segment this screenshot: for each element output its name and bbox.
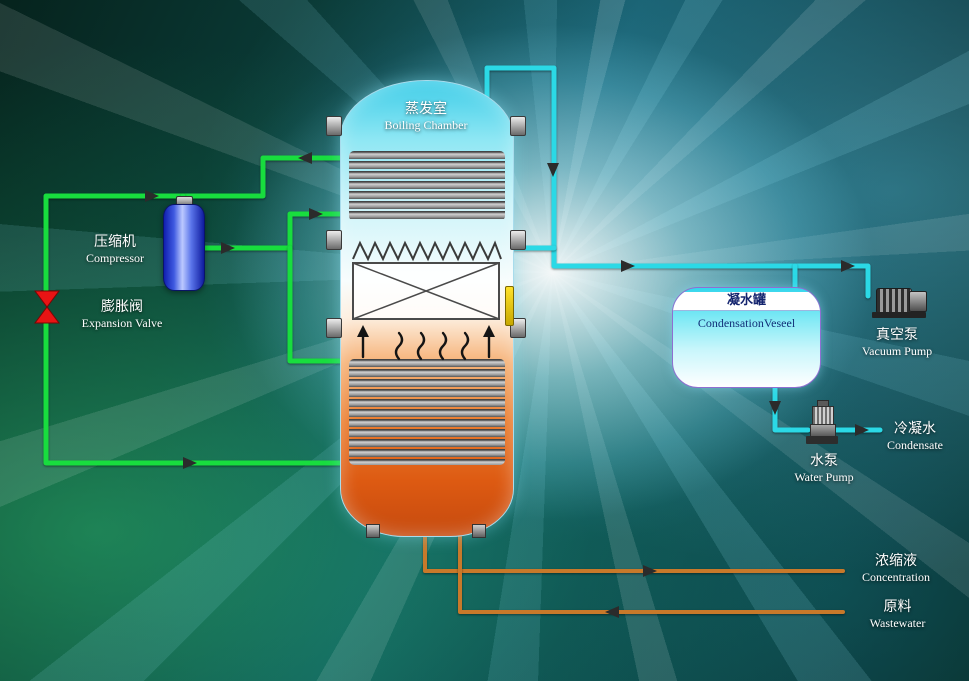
pipe-tank-to-water-pump	[772, 381, 811, 433]
boiling-chamber-label-zh: 蒸发室	[405, 101, 447, 117]
nozzle-flange	[510, 318, 526, 338]
arrow-right	[855, 424, 869, 436]
wastewater-label: 原料 Wastewater	[840, 598, 955, 632]
heat-exchanger-coil-top	[349, 151, 505, 221]
vacuum-pump-base	[872, 312, 926, 318]
concentration-label: 浓缩液 Concentration	[834, 552, 958, 586]
expansion-valve-symbol	[34, 290, 60, 324]
vapor-arrowheads	[357, 325, 495, 337]
vacuum-pump-label-en: Vacuum Pump	[861, 344, 933, 359]
condensate-label-en: Condensate	[887, 438, 943, 453]
vacuum-pump-label: 真空泵 Vacuum Pump	[842, 326, 952, 360]
water-pump-label-zh: 水泵	[810, 453, 838, 469]
water-pump-ribs	[812, 406, 834, 426]
vacuum-pump-icon	[876, 288, 912, 314]
expansion-valve-label-zh: 膨胀阀	[101, 299, 143, 315]
condensation-vessel-title: 凝水罐	[673, 292, 820, 311]
compressor-unit	[163, 204, 205, 291]
heat-exchanger-coil-bottom	[349, 359, 505, 465]
wastewater-label-zh: 原料	[883, 599, 912, 615]
arrow-right	[309, 208, 323, 220]
concentration-label-en: Concentration	[862, 570, 930, 585]
vacuum-pump-label-zh: 真空泵	[876, 327, 918, 343]
arrow-down	[769, 401, 781, 415]
arrow-right	[621, 260, 635, 272]
boiling-chamber-label: 蒸发室 Boiling Chamber	[340, 100, 512, 134]
pipe-concentration-out	[423, 526, 845, 573]
vapor-rise-arrows	[361, 331, 491, 361]
concentration-label-zh: 浓缩液	[875, 553, 917, 569]
compressor-label: 压缩机 Compressor	[60, 233, 170, 267]
vessel-leg	[366, 524, 380, 538]
nozzle-flange	[326, 318, 342, 338]
condensate-label-zh: 冷凝水	[894, 421, 936, 437]
process-pipes	[423, 526, 845, 614]
water-pump-base	[806, 436, 838, 444]
arrow-right	[145, 190, 159, 202]
boiling-chamber-vessel	[340, 80, 514, 537]
boiling-chamber-label-en: Boiling Chamber	[384, 118, 468, 133]
arrow-right	[841, 260, 855, 272]
arrow-right	[183, 457, 197, 469]
vacuum-pump-cap	[909, 291, 927, 312]
nozzle-flange	[326, 116, 342, 136]
arrow-right	[221, 242, 235, 254]
expansion-valve-label-en: Expansion Valve	[81, 316, 163, 331]
arrow-left	[298, 152, 312, 164]
compressor-label-en: Compressor	[86, 251, 144, 266]
nozzle-flange	[510, 116, 526, 136]
pipe-wastewater-in	[458, 526, 845, 614]
vessel-internals	[352, 240, 502, 361]
flow-arrows	[145, 152, 869, 618]
condensation-vessel-subtitle: CondensationVeseel	[697, 316, 796, 330]
condensate-label: 冷凝水 Condensate	[864, 420, 966, 454]
water-pump-label: 水泵 Water Pump	[770, 452, 878, 486]
pipe-vessel-top-to-vacuum-pump	[484, 65, 871, 299]
demister-zigzag	[352, 240, 502, 262]
arrow-down	[547, 163, 559, 177]
expansion-valve-label: 膨胀阀 Expansion Valve	[62, 298, 182, 332]
crossed-exchanger-box	[352, 262, 500, 320]
wastewater-label-en: Wastewater	[869, 616, 926, 631]
pipe-vessel-to-compressor	[43, 155, 348, 293]
nozzle-flange	[510, 230, 526, 250]
nozzle-flange	[326, 230, 342, 250]
pipe-compressor-to-vessel-lower	[287, 245, 347, 364]
arrow-left	[605, 606, 619, 618]
arrow-right	[643, 565, 657, 577]
water-pump-label-en: Water Pump	[794, 470, 854, 485]
vessel-leg	[472, 524, 486, 538]
condensation-vessel: 凝水罐 CondensationVeseel	[672, 287, 821, 388]
compressor-label-zh: 压缩机	[94, 234, 136, 250]
pipe-valve-to-vessel-bottom	[43, 321, 347, 466]
sight-glass	[505, 286, 514, 326]
